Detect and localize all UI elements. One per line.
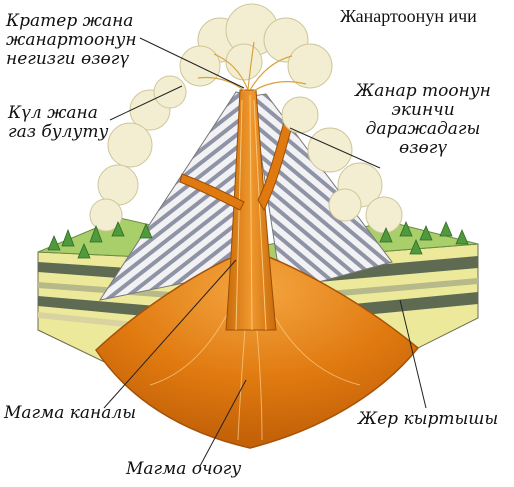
label-crust: Жер кыртышы: [358, 410, 498, 429]
label-crater: Кратер жана жанартоонун негизги өзөгү: [6, 12, 137, 69]
diagram-title: Жанартоонун ичи: [340, 6, 477, 27]
label-secondary-vent: Жанар тоонун экинчи даражадагы өзөгү: [338, 82, 508, 158]
label-ash-cloud: Күл жана газ булуту: [8, 104, 108, 142]
label-magma-chamber: Магма очогу: [126, 460, 241, 479]
label-magma-channel: Магма каналы: [4, 404, 136, 423]
